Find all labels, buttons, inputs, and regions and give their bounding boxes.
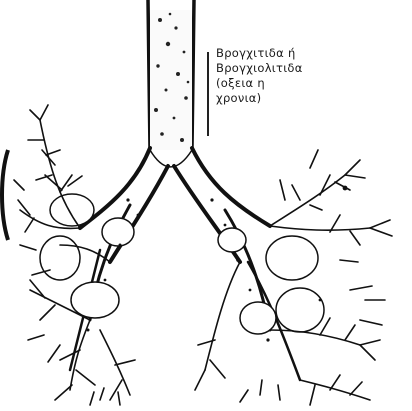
annotation-line: Βρογχιολιτιδα [216, 61, 303, 76]
bronchitis-annotation: Βρογχιτιδα ή Βρογχιολιτιδα (οξεια η χρον… [216, 46, 303, 106]
annotation-line: (οξεια η [216, 76, 303, 91]
annotation-line: χρονια) [216, 91, 303, 106]
annotation-bracket [207, 52, 209, 136]
annotation-line: Βρογχιτιδα ή [216, 46, 303, 61]
left-lung-edge [2, 150, 8, 240]
trachea [148, 0, 194, 167]
lung-lobules [40, 194, 324, 334]
left-main-bronchus [70, 148, 168, 370]
